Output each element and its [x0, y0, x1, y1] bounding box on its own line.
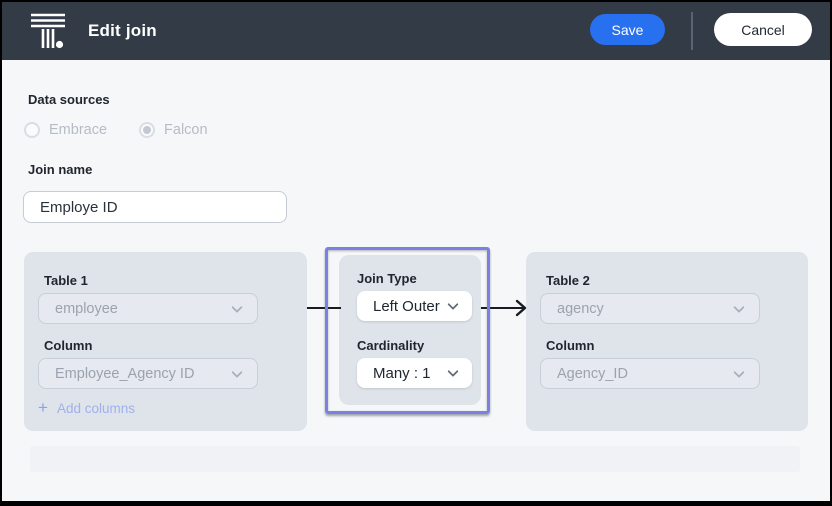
table2-title: Table 2 [546, 273, 590, 288]
bottom-strip [30, 446, 800, 472]
chevron-down-icon [447, 365, 459, 378]
table1-column-value: Employee_Agency ID [55, 365, 195, 382]
header-divider [691, 12, 693, 50]
chevron-down-icon [231, 366, 243, 378]
table1-select[interactable]: employee [38, 293, 258, 324]
join-type-select[interactable]: Left Outer [357, 291, 472, 321]
data-sources-radio-group: Embrace Falcon [24, 121, 208, 139]
plus-icon: + [38, 398, 48, 417]
add-columns-label: Add columns [56, 400, 135, 416]
join-name-input[interactable] [23, 191, 287, 223]
radio-falcon-label: Falcon [164, 122, 208, 138]
table2-column-value: Agency_ID [557, 365, 628, 382]
cardinality-label: Cardinality [357, 338, 425, 353]
page-title: Edit join [88, 21, 157, 40]
join-connector-left [307, 307, 341, 309]
table1-column-label: Column [44, 338, 93, 353]
radio-embrace-label: Embrace [49, 122, 108, 138]
cardinality-select[interactable]: Many : 1 [357, 358, 472, 388]
chevron-down-icon [231, 301, 243, 313]
data-sources-label: Data sources [28, 92, 110, 107]
table2-select-value: agency [557, 300, 604, 317]
table1-select-value: employee [55, 300, 118, 317]
cancel-button[interactable]: Cancel [714, 13, 812, 46]
radio-embrace[interactable] [24, 122, 40, 138]
radio-falcon[interactable] [139, 122, 156, 138]
table2-column-select[interactable]: Agency_ID [540, 358, 760, 389]
thoughtspot-logo-icon [31, 13, 65, 49]
table1-title: Table 1 [44, 273, 88, 288]
join-name-label: Join name [28, 162, 93, 177]
table2-column-label: Column [546, 338, 595, 353]
join-type-label: Join Type [357, 271, 417, 286]
join-type-value: Left Outer [373, 297, 440, 315]
table2-panel: Table 2 agency Column Agency_ID [526, 252, 808, 431]
table2-select[interactable]: agency [540, 293, 760, 324]
chevron-down-icon [733, 366, 745, 378]
add-columns-link[interactable]: + Add columns [38, 398, 135, 418]
radio-selected-dot [143, 126, 152, 134]
cardinality-value: Many : 1 [373, 364, 431, 382]
header-bar: Edit join Save Cancel [2, 2, 830, 60]
join-connector-arrow-icon [481, 299, 527, 317]
table1-panel: Table 1 employee Column Employee_Agency … [24, 252, 307, 431]
join-config-panel: Join Type Left Outer Cardinality Many : … [339, 255, 481, 405]
save-button[interactable]: Save [590, 14, 665, 45]
chevron-down-icon [447, 298, 459, 311]
chevron-down-icon [733, 301, 745, 313]
table1-column-select[interactable]: Employee_Agency ID [38, 358, 258, 389]
